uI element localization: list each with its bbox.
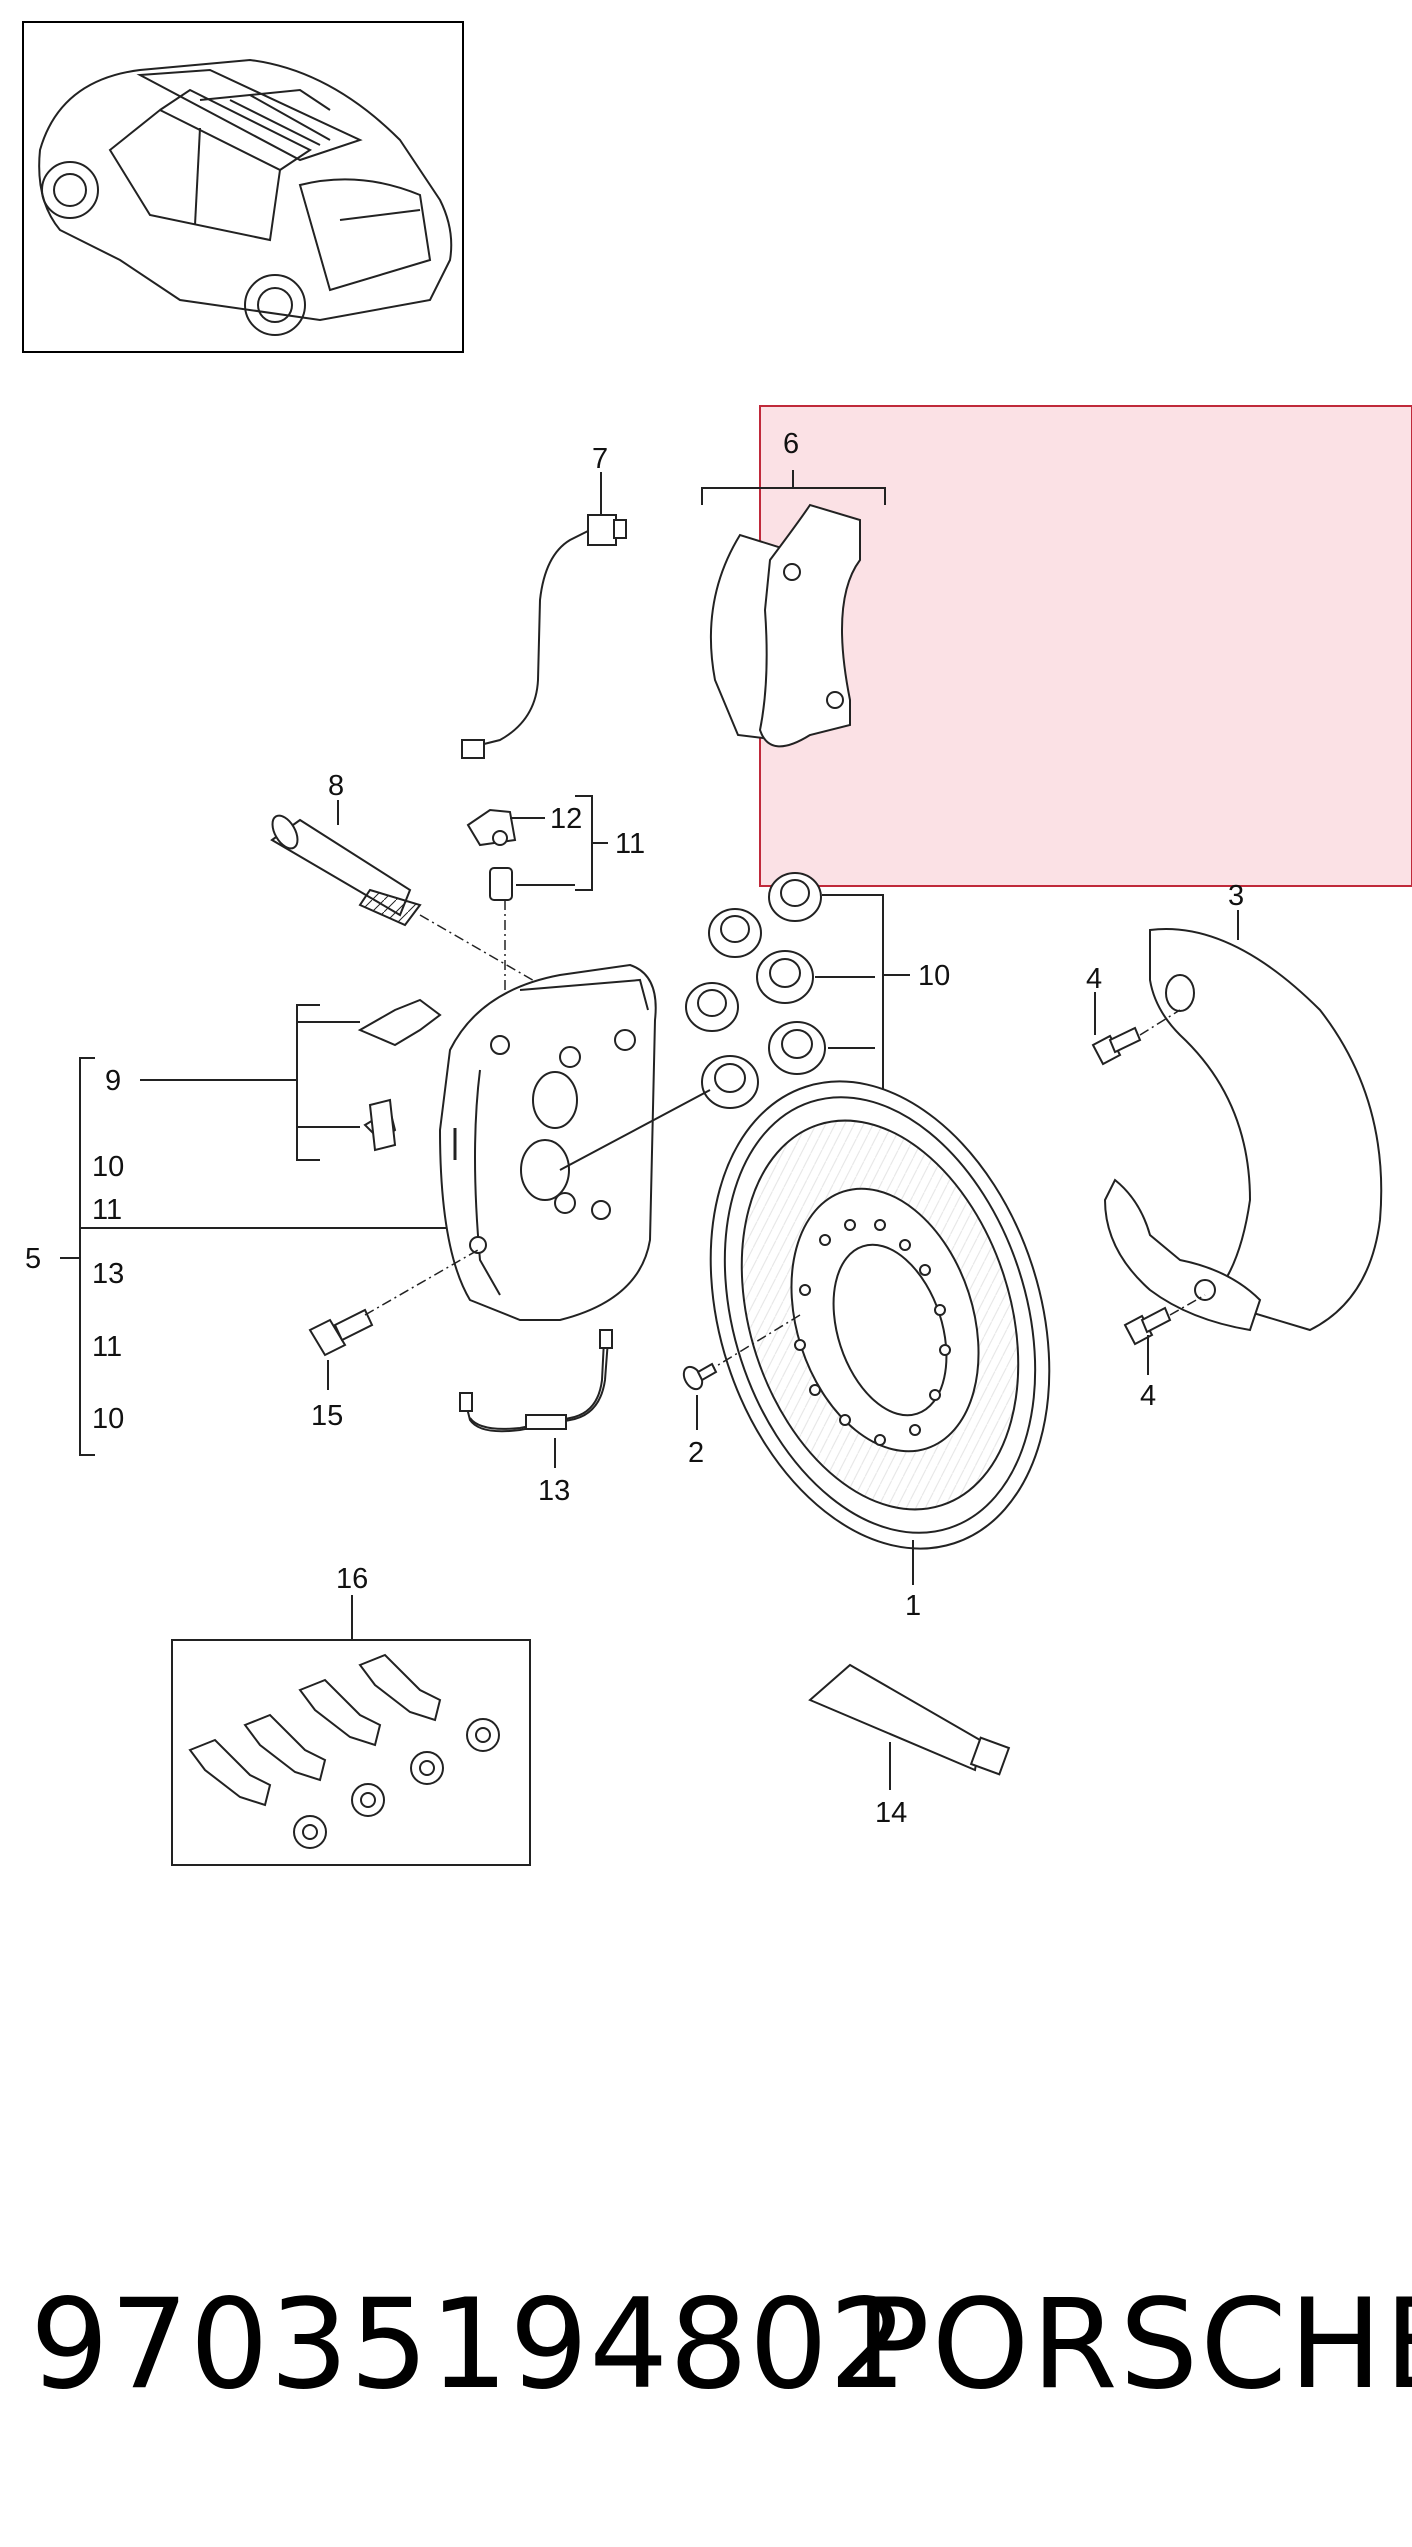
- brake-shield: [1103, 928, 1383, 1332]
- bleeder-valve: [466, 808, 517, 901]
- part-number: 97035194802: [30, 2273, 909, 2417]
- callout-4-top: 4: [1086, 963, 1102, 995]
- long-bolt: [270, 814, 422, 927]
- callout-15: 15: [311, 1400, 343, 1432]
- callout-10-a: 10: [92, 1151, 124, 1183]
- callout-11-b: 11: [92, 1331, 122, 1363]
- bolt-kit: [171, 1639, 531, 1866]
- callout-7: 7: [592, 443, 608, 475]
- callout-8: 8: [328, 770, 344, 802]
- callout-11-top: 11: [615, 828, 645, 860]
- callout-10-b: 10: [92, 1403, 124, 1435]
- shield-screws: [1091, 1026, 1172, 1346]
- callout-12: 12: [550, 803, 582, 835]
- brake-disc: [709, 1080, 1051, 1550]
- vehicle-thumbnail: [22, 21, 464, 353]
- callout-3: 3: [1228, 880, 1244, 912]
- paste-tube: [808, 1663, 1011, 1776]
- disc-screw: [682, 1362, 718, 1391]
- callout-9: 9: [105, 1065, 121, 1097]
- callout-16: 16: [336, 1563, 368, 1595]
- callout-11-a: 11: [92, 1194, 122, 1226]
- callout-13-a: 13: [92, 1258, 124, 1290]
- brand-name: PORSCHE: [855, 2273, 1412, 2417]
- callout-14: 14: [875, 1797, 907, 1829]
- callout-5: 5: [25, 1243, 41, 1275]
- callout-4-bottom: 4: [1140, 1380, 1156, 1412]
- brake-pad: [709, 503, 861, 748]
- callout-6: 6: [783, 428, 799, 460]
- brake-caliper: [438, 963, 657, 1321]
- piston-seals: [685, 872, 826, 1109]
- wear-sensor-cable: [461, 514, 627, 759]
- pad-clips: [357, 998, 442, 1152]
- callout-2: 2: [688, 1437, 704, 1469]
- footer: 97035194802 PORSCHE: [0, 2255, 1412, 2435]
- caliper-bolt: [308, 1308, 374, 1357]
- callout-10-right: 10: [918, 960, 950, 992]
- highlight-box: [759, 405, 1412, 887]
- callout-13: 13: [538, 1475, 570, 1507]
- callout-1: 1: [905, 1590, 921, 1622]
- brake-line: [459, 1329, 613, 1433]
